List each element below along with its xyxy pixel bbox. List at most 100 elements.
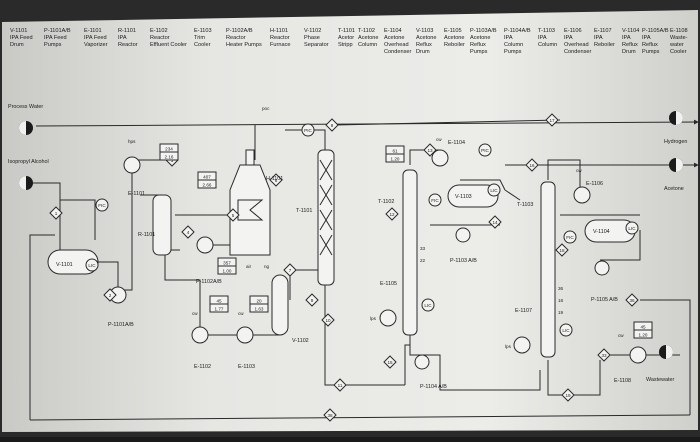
pic-label-1: PIC [304, 128, 312, 133]
v-1101-drum [47, 249, 99, 275]
condition-pres-c5: 1.63 [255, 306, 264, 311]
e-1106-label: E-1106 [586, 181, 603, 187]
header-col-18-line-0: E-1107 [594, 28, 612, 34]
cw-label-4: cw [576, 168, 582, 173]
t-1103-tray-top: 36 [558, 286, 564, 291]
header-col-10-line-2: Column [358, 42, 377, 48]
header-col-14-line-1: Acetone [470, 35, 491, 41]
header-col-21-line-0: E-1108 [670, 28, 688, 34]
acetone-label: Acetone [664, 186, 684, 192]
header-col-3-line-0: R-1101 [118, 28, 136, 34]
lic-bubble-3 [421, 298, 435, 312]
poc-label: poc [262, 106, 270, 111]
e-1105-reboiler [379, 309, 397, 327]
v-1104-label: V-1104 [593, 229, 610, 235]
stream-1-diamond [49, 206, 63, 220]
header-col-8-line-2: Separator [304, 42, 329, 48]
stream-7-diamond [283, 263, 297, 277]
stream-8-diamond [325, 118, 339, 132]
stream-9-diamond [305, 293, 319, 307]
t-1101-label: T-1101 [296, 208, 312, 214]
t-1103-tray-bottom: 19 [558, 310, 564, 315]
header-col-12-line-0: V-1103 [416, 28, 433, 34]
condition-temp-c6: 61 [392, 148, 398, 153]
lic-bubble-2 [487, 183, 501, 197]
condition-temp-c1: 234 [165, 146, 173, 151]
header-col-2-line-0: E-1101 [84, 28, 102, 34]
header-col-5-line-1: Trim [194, 35, 205, 41]
header-col-21-line-1: Waste- [670, 35, 688, 41]
condition-pres-c7: 1.20 [639, 332, 648, 337]
hydrogen-product-half [676, 111, 683, 125]
stream-7-number: 7 [289, 268, 292, 273]
stream-38-diamond [323, 408, 337, 422]
fic-label-1: FIC [98, 203, 106, 208]
lic-bubble-4 [625, 221, 639, 235]
acetone-product-half [676, 158, 683, 172]
stream-33-diamond [597, 348, 611, 362]
lic-label-1: LIC [88, 263, 96, 268]
p-1103-label: P-1103 A/B [450, 258, 477, 264]
fic-bubble-1 [95, 198, 109, 212]
stream-33-number: 33 [601, 353, 607, 358]
fic-bubble-2 [428, 193, 442, 207]
p-1105-label: P-1105 A/B [591, 297, 618, 303]
v-1103-drum [447, 184, 499, 208]
header-col-5-line-2: Cooler [194, 42, 211, 48]
header-col-17-line-3: Condenser [564, 49, 592, 55]
pic-bubble-2 [478, 143, 492, 157]
e-1101-exchanger [123, 156, 141, 174]
stream-15-diamond [383, 355, 397, 369]
lps-label-1: lps [370, 316, 377, 321]
header-col-6-line-0: P-1102A/B [226, 28, 253, 34]
e-1103-exchanger [236, 326, 254, 344]
lps-label-2: lps [505, 344, 512, 349]
h-1101-label: H-1101 [266, 176, 283, 182]
stream-6-diamond [269, 173, 283, 187]
t-1103-tray-feed: 18 [558, 298, 564, 303]
e-1103-label: E-1103 [238, 364, 255, 370]
pic-label-2: PIC [481, 148, 489, 153]
t-1102-tray-feed: 22 [420, 258, 426, 263]
header-col-13-line-2: Reboiler [444, 42, 465, 48]
e-1101-label: E-1101 [128, 191, 145, 197]
header-col-5-line-0: E-1103 [194, 28, 212, 34]
condition-pres-c6: 1.20 [391, 156, 400, 161]
instruments: FIC LIC PIC PIC LIC LIC LIC LIC FIC FIC [85, 123, 639, 337]
header-col-7-line-2: Furnace [270, 42, 291, 48]
header-col-1-line-0: P-1101A/B [44, 28, 71, 34]
header-col-10-line-1: Acetone [358, 35, 379, 41]
condition-temp-c4: 45 [216, 298, 222, 303]
stream-5-number: 5 [232, 213, 235, 218]
header-col-4-line-0: E-1102 [150, 28, 168, 34]
paper-sheet [2, 10, 698, 432]
header-col-17-line-2: Overhead [564, 42, 589, 48]
p-1105-pump [594, 260, 610, 276]
cw-label-3: cw [436, 137, 442, 142]
hps-label: hps [128, 139, 136, 144]
stream-1-number: 1 [55, 211, 58, 216]
stream-2-number: 2 [109, 293, 112, 298]
lic-label-5: LIC [562, 328, 570, 333]
process-water-source-half [19, 121, 26, 135]
ng-label: ng [264, 264, 270, 269]
air-label: air [246, 264, 252, 269]
stream-18-number: 18 [559, 248, 565, 253]
header-col-9-line-2: Stripp [338, 42, 353, 48]
stream-2-diamond [103, 288, 117, 302]
t-1102-column [402, 169, 418, 336]
wastewater-label: Wastewater [646, 377, 674, 383]
header-col-19-line-2: Reflux [622, 42, 638, 48]
